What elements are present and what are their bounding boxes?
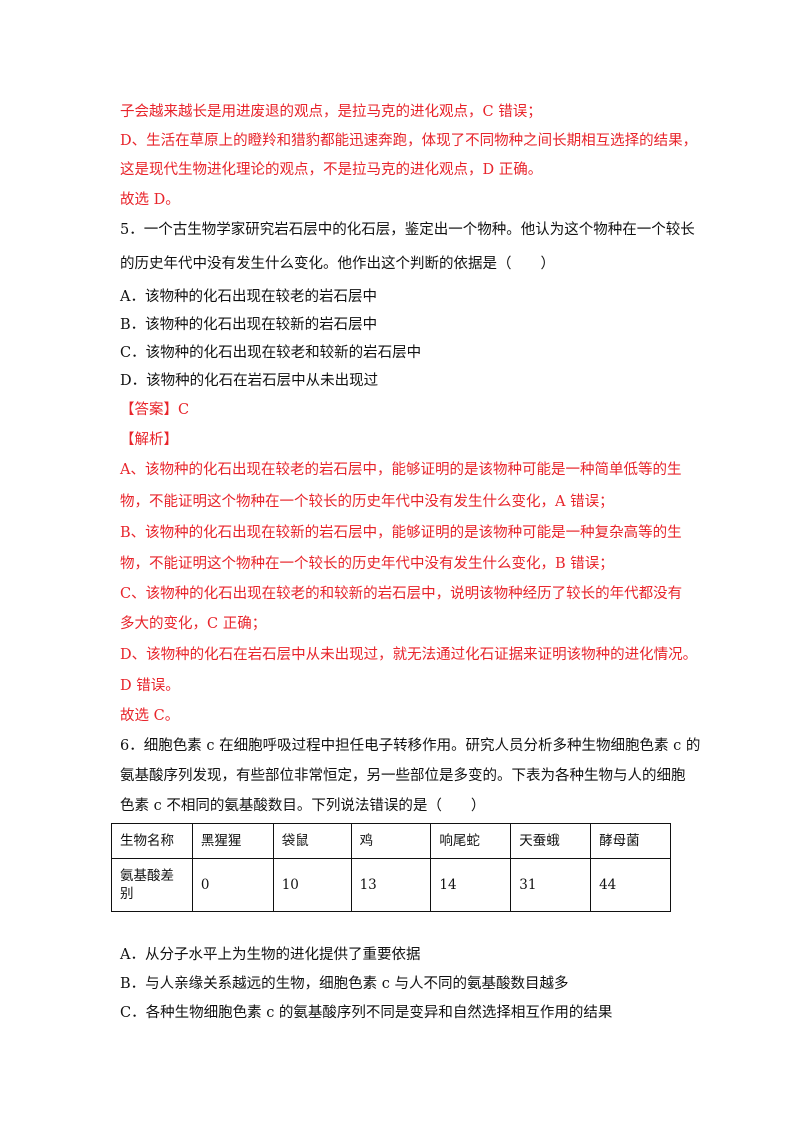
question-5-stem: 的历史年代中没有发生什么变化。他作出这个判断的依据是（ ） (120, 256, 555, 272)
analysis-line: D、该物种的化石在岩石层中从未出现过，就无法通过化石证据来证明该物种的进化情况。 (120, 647, 698, 663)
option-a: A．该物种的化石出现在较老的岩石层中 (120, 289, 377, 305)
table-cell: 14 (430, 858, 512, 912)
analysis-line: 物，不能证明这个物种在一个较长的历史年代中没有发生什么变化，B 错误； (120, 556, 614, 572)
analysis-line: D 错误。 (120, 678, 180, 694)
table-header-cell: 酵母菌 (590, 823, 671, 859)
analysis-line: 多大的变化，C 正确； (120, 616, 267, 632)
table-cell: 10 (272, 858, 352, 912)
option-a: A．从分子水平上为生物的进化提供了重要依据 (120, 947, 421, 963)
option-c: C．各种生物细胞色素 c 的氨基酸序列不同是变异和自然选择相互作用的结果 (120, 1005, 613, 1021)
analysis-line: C、该物种的化石出现在较老的和较新的岩石层中，说明该物种经历了较长的年代都没有 (120, 586, 683, 602)
option-b: B．与人亲缘关系越远的生物，细胞色素 c 与人不同的氨基酸数目越多 (120, 976, 569, 992)
table-header-cell: 生物名称 (111, 823, 193, 859)
table-cell: 0 (191, 858, 274, 912)
analysis-line: 物，不能证明这个物种在一个较长的历史年代中没有发生什么变化，A 错误； (120, 494, 614, 510)
question-6-stem: 色素 c 不相同的氨基酸数目。下列说法错误的是（ ） (120, 798, 486, 814)
analysis-line: A、该物种的化石出现在较老的岩石层中，能够证明的是该物种可能是一种简单低等的生 (120, 462, 682, 478)
option-b: B．该物种的化石出现在较新的岩石层中 (120, 317, 378, 333)
option-d: D．该物种的化石在岩石层中从未出现过 (120, 373, 379, 389)
table-header-cell: 天蚕蛾 (510, 823, 592, 859)
table-cell: 31 (510, 858, 592, 912)
amino-acid-table: 生物名称 黑猩猩 袋鼠 鸡 响尾蛇 天蚕蛾 酵母菌 氨基酸差别 0 10 13 … (111, 823, 671, 912)
conclusion-line: 故选 C。 (120, 708, 180, 724)
option-c: C．该物种的化石出现在较老和较新的岩石层中 (120, 345, 422, 361)
table-cell: 44 (590, 858, 671, 912)
table-header-cell: 响尾蛇 (430, 823, 512, 859)
question-6-stem: 6．细胞色素 c 在细胞呼吸过程中担任电子转移作用。研究人员分析多种生物细胞色素… (120, 738, 701, 754)
analysis-label: 【解析】 (120, 432, 178, 448)
table-header-cell: 黑猩猩 (191, 823, 274, 859)
table-cell: 氨基酸差别 (111, 858, 193, 912)
explanation-line: D、生活在草原上的瞪羚和猎豹都能迅速奔跑，体现了不同物种之间长期相互选择的结果， (120, 133, 698, 149)
analysis-line: B、该物种的化石出现在较新的岩石层中，能够证明的是该物种可能是一种复杂高等的生 (120, 525, 682, 541)
question-6-stem: 氨基酸序列发现，有些部位非常恒定，另一些部位是多变的。下表为各种生物与人的细胞 (120, 768, 686, 784)
table-cell: 13 (350, 858, 432, 912)
question-5-stem: 5．一个古生物学家研究岩石层中的化石层，鉴定出一个物种。他认为这个物种在一个较长 (120, 222, 695, 238)
table-header-row: 生物名称 黑猩猩 袋鼠 鸡 响尾蛇 天蚕蛾 酵母菌 (111, 823, 671, 859)
explanation-line: 这是现代生物进化理论的观点，不是拉马克的进化观点，D 正确。 (120, 162, 543, 178)
explanation-line: 子会越来越长是用进废退的观点，是拉马克的进化观点，C 错误； (120, 104, 542, 120)
table-header-cell: 鸡 (350, 823, 432, 859)
table-header-cell: 袋鼠 (272, 823, 352, 859)
table-row: 氨基酸差别 0 10 13 14 31 44 (111, 858, 671, 912)
conclusion-line: 故选 D。 (120, 192, 180, 208)
answer-label: 【答案】C (120, 402, 190, 418)
